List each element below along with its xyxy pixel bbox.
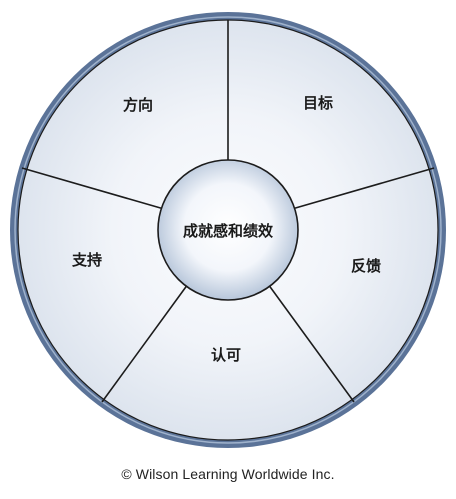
achievement-wheel-diagram: 目标 反馈 认可 支持 方向 成就感和绩效 <box>10 12 446 448</box>
divider-left <box>21 167 165 210</box>
segment-label-goals: 目标 <box>303 94 333 112</box>
copyright-notice: © Wilson Learning Worldwide Inc. <box>121 466 335 482</box>
divider-lower-right <box>267 283 355 403</box>
divider-right <box>291 167 435 210</box>
segment-label-feedback: 反馈 <box>351 257 381 275</box>
center-label: 成就感和绩效 <box>183 222 274 240</box>
segment-dividers <box>21 20 435 403</box>
segment-label-support: 支持 <box>71 251 102 269</box>
divider-lower-left <box>101 283 189 403</box>
segment-label-recognition: 认可 <box>211 346 241 364</box>
center-hub <box>157 159 299 301</box>
segment-label-direction: 方向 <box>123 96 153 114</box>
outer-ring-highlight <box>14 16 442 444</box>
